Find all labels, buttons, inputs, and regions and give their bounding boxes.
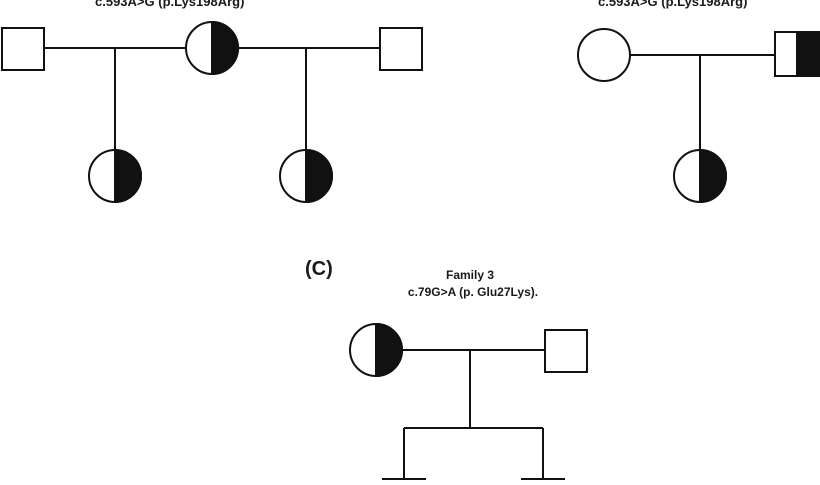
panel-c-pedigree bbox=[349, 322, 588, 480]
panel-a-male-unaffected-2 bbox=[379, 27, 423, 71]
panel-b-pedigree bbox=[577, 28, 820, 204]
panel-b-female-unaffected bbox=[577, 28, 631, 82]
panel-a-female-carrier-daughter-1 bbox=[88, 148, 142, 204]
panel-a-mutation-label: c.593A>G (p.Lys198Arg) bbox=[95, 0, 245, 9]
panel-b-mutation-label: c.593A>G (p.Lys198Arg) bbox=[598, 0, 748, 9]
panel-c-family-title: Family 3 bbox=[445, 268, 495, 282]
panel-a-pedigree bbox=[1, 20, 423, 204]
panel-a-male-unaffected-1 bbox=[1, 27, 45, 71]
panel-b-male-carrier-father bbox=[774, 31, 820, 77]
panel-c-male-unaffected-father bbox=[544, 329, 588, 373]
panel-c-label: (C) bbox=[305, 258, 333, 280]
panel-c-mutation-label: c.79G>A (p. Glu27Lys). bbox=[407, 285, 539, 299]
panel-c-female-carrier-mother bbox=[349, 322, 403, 378]
panel-a-female-carrier-mother bbox=[185, 20, 239, 76]
panel-b-female-carrier-daughter bbox=[673, 148, 727, 204]
panel-a-female-carrier-daughter-2 bbox=[279, 148, 333, 204]
